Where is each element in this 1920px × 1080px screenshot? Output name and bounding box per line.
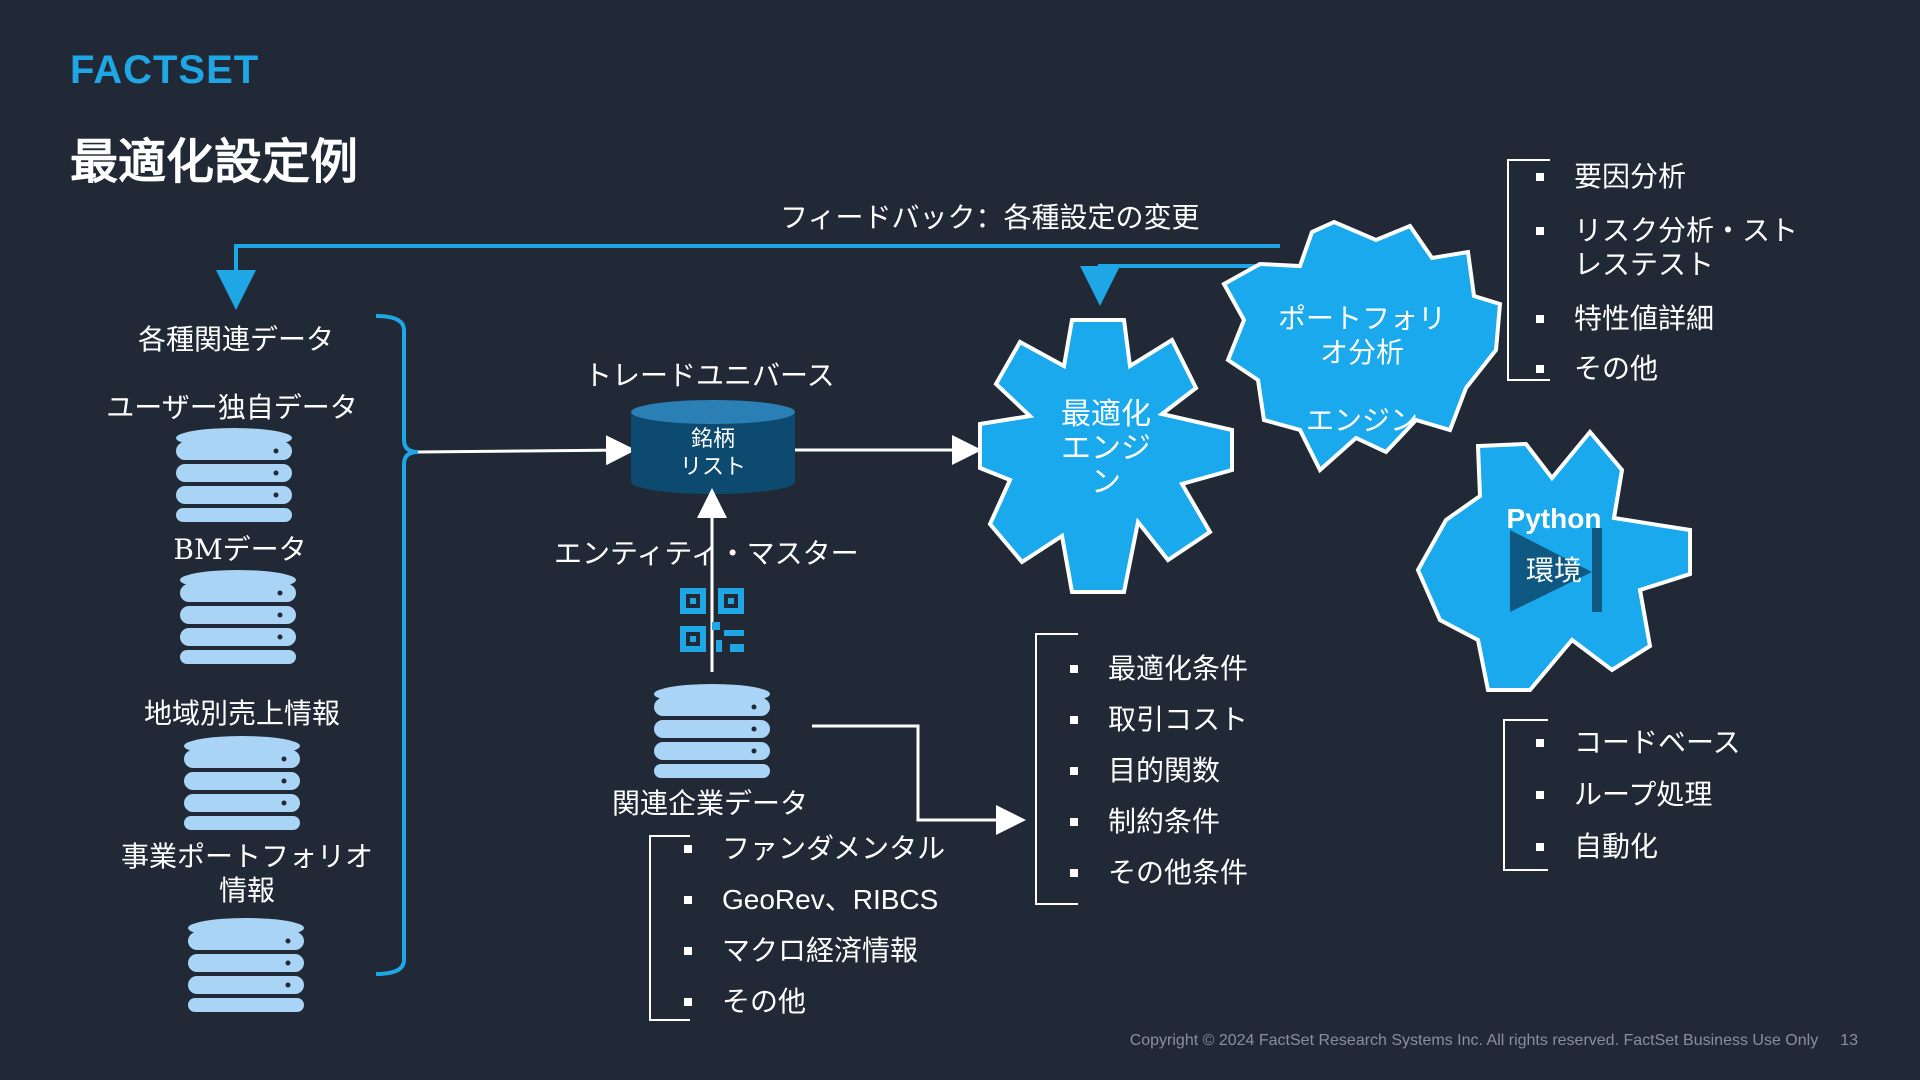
related-data-list: ファンダメンタル GeoRev、RIBCS マクロ経済情報 その他 (668, 832, 945, 1019)
feedback-arrow (216, 244, 1280, 310)
list-item: 要因分析 (1520, 160, 1798, 194)
list-item: GeoRev、RIBCS (668, 883, 945, 917)
python-env-label: 環境 (1525, 554, 1582, 587)
entity-master-label: エンティティ・マスター (554, 537, 859, 570)
portfolio-bracket (1507, 159, 1550, 381)
factset-logo: FACTSET (70, 48, 260, 92)
list-item: ファンダメンタル (668, 832, 945, 866)
footer: Copyright © 2024 FactSet Research System… (1130, 1032, 1858, 1050)
business-portfolio-db-icon (188, 918, 304, 1012)
optimizer-engine-label: 最適化 エンジ ン (1061, 397, 1151, 500)
list-item: リスク分析・スト レステスト (1520, 214, 1798, 282)
stock-list-text: 銘柄 リスト (679, 427, 746, 480)
feedback-arrow-optimizer (1080, 264, 1280, 306)
python-play-icon (1510, 528, 1602, 612)
copyright-text: Copyright © 2024 FactSet Research System… (1129, 1032, 1819, 1049)
list-item: その他 (668, 985, 945, 1019)
list-item: 最適化条件 (1054, 652, 1248, 686)
page-number: 13 (1840, 1032, 1858, 1049)
list-item: 目的関数 (1054, 754, 1248, 788)
list-item: 制約条件 (1054, 805, 1248, 839)
page-title: 最適化設定例 (70, 134, 359, 190)
stock-list-cylinder (631, 400, 795, 494)
portfolio-engine-label: ポートフォリ オ分析 エンジン (1277, 302, 1446, 437)
list-item: その他 (1520, 352, 1798, 386)
business-portfolio-label: 事業ポートフォリオ 情報 (120, 840, 373, 907)
related-company-db-icon (654, 684, 770, 778)
related-to-conditions-arrow (812, 724, 1026, 835)
user-data-label: ユーザー独自データ (106, 391, 358, 424)
list-item: 特性値詳細 (1520, 302, 1798, 336)
bm-data-label: BMデータ (173, 533, 307, 566)
list-item: 自動化 (1520, 830, 1741, 864)
portfolio-analysis-list: 要因分析 リスク分析・スト レステスト 特性値詳細 その他 (1520, 160, 1798, 386)
user-data-db-icon (176, 428, 292, 522)
related-data-bracket (649, 835, 690, 1021)
optimizer-conditions-list: 最適化条件 取引コスト 目的関数 制約条件 その他条件 (1054, 652, 1248, 890)
bracket-to-list-arrow (417, 435, 636, 466)
list-item: 取引コスト (1054, 703, 1248, 737)
trade-universe-label: トレードユニバース (584, 359, 835, 392)
list-item: コードベース (1520, 726, 1741, 760)
related-company-data-label: 関連企業データ (612, 787, 809, 820)
bm-data-db-icon (180, 570, 296, 664)
portfolio-gear (1221, 219, 1503, 474)
list-item: ループ処理 (1520, 778, 1741, 812)
python-title-label: Python (1506, 503, 1602, 534)
entity-master-icon (680, 588, 744, 652)
related-data-heading: 各種関連データ (137, 323, 334, 356)
regional-sales-label: 地域別売上情報 (143, 697, 340, 730)
python-bracket (1503, 719, 1548, 871)
list-item: マクロ経済情報 (668, 934, 945, 968)
optimizer-gear (978, 318, 1234, 594)
feedback-label: フィードバック：各種設定の変更 (780, 201, 1200, 234)
python-features-list: コードベース ループ処理 自動化 (1520, 726, 1741, 864)
list-item: その他条件 (1054, 856, 1248, 890)
conditions-bracket (1035, 633, 1078, 905)
regional-sales-db-icon (184, 736, 300, 830)
